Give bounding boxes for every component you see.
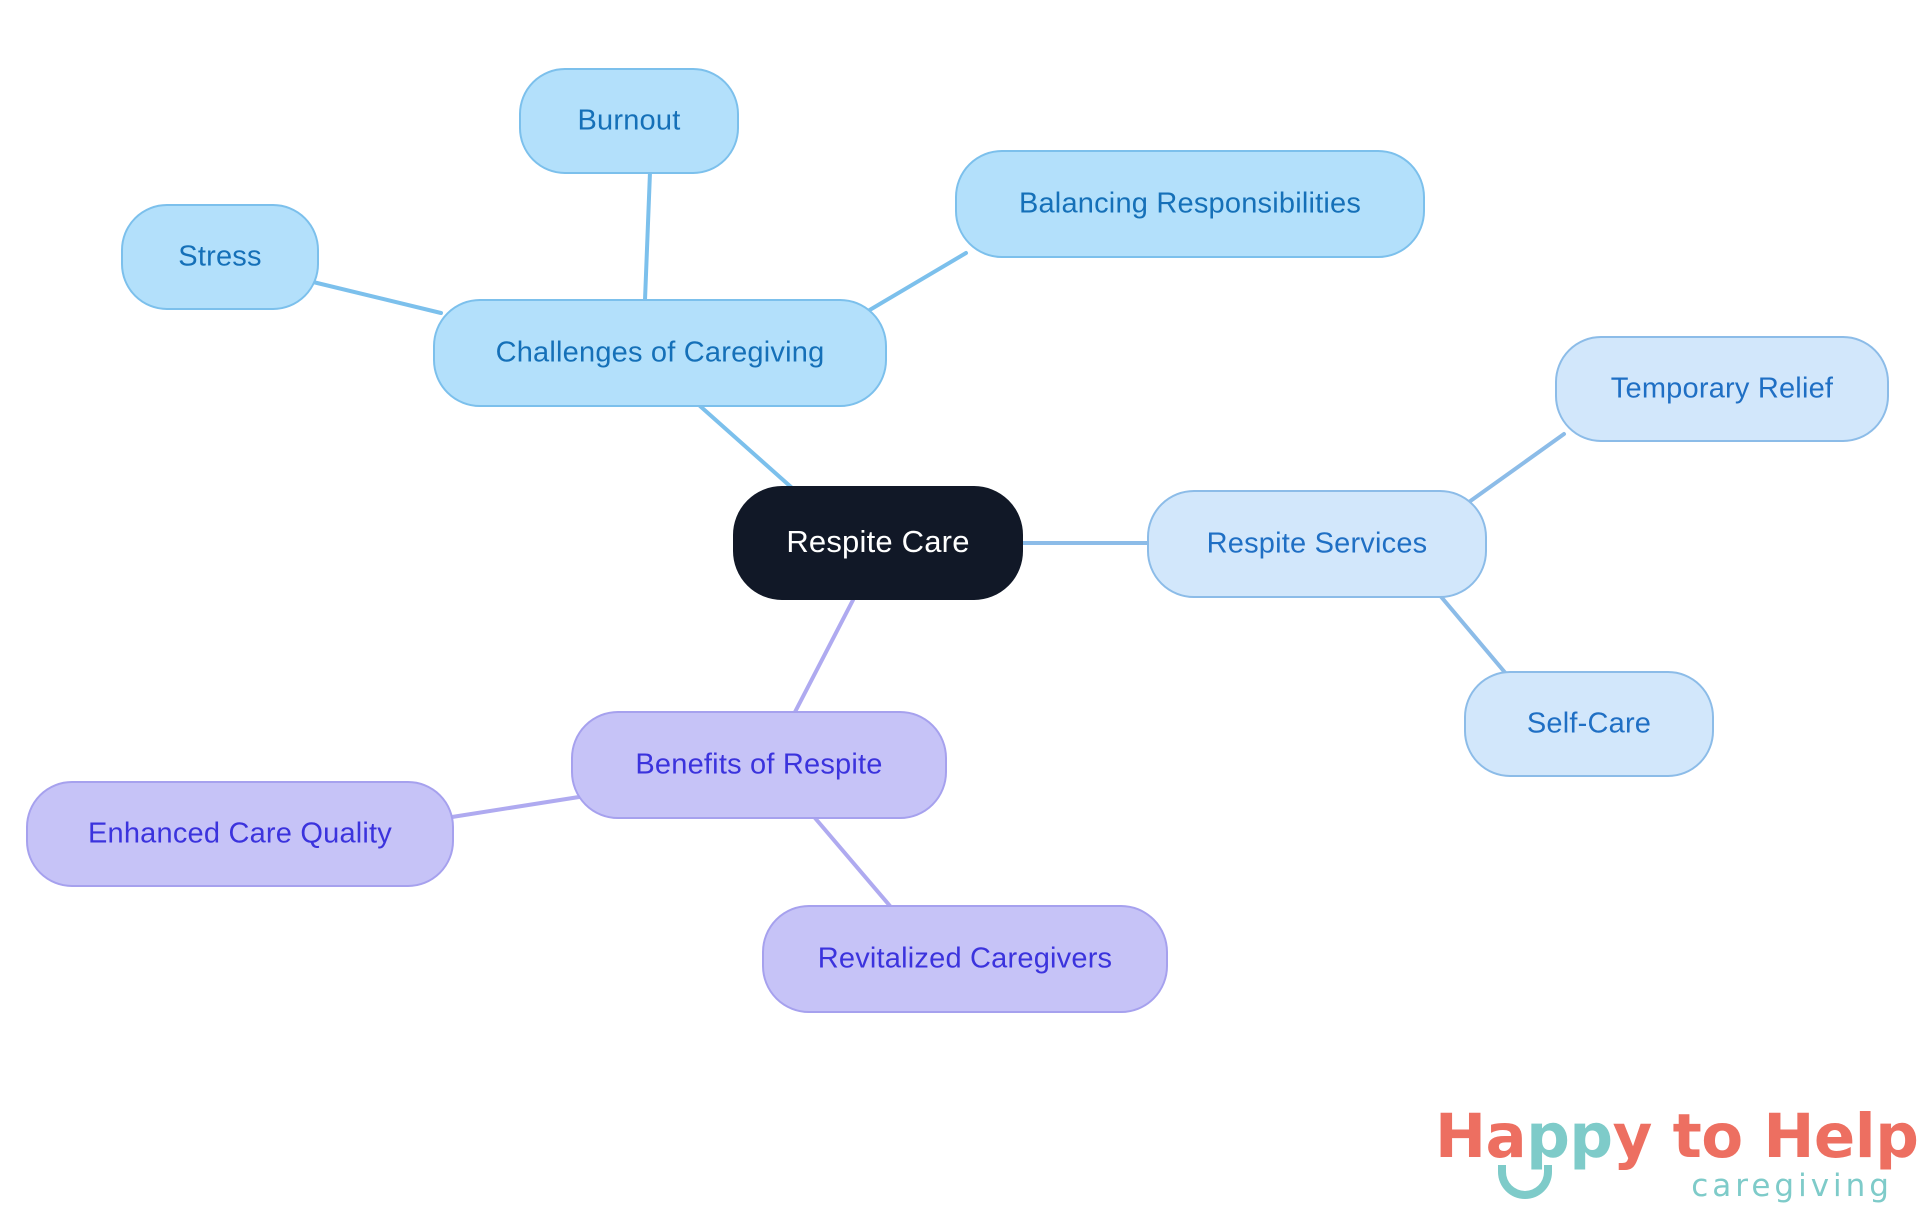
connector-root-to-benefits [793,598,855,714]
mindmap-node-selfcare[interactable]: Self-Care [1464,671,1714,777]
mindmap-node-benefits[interactable]: Benefits of Respite [571,711,947,819]
connector-challenges-to-stress [311,280,443,315]
node-label-root: Respite Care [786,524,969,559]
smile-icon [1498,1165,1552,1199]
mindmap-node-root[interactable]: Respite Care [733,486,1023,600]
logo-text-to-help: to Help [1651,1101,1919,1172]
logo-tagline: caregiving [1691,1168,1893,1204]
connector-root-to-challenges [698,404,802,497]
node-label-stress: Stress [178,241,261,273]
mindmap-node-burnout[interactable]: Burnout [519,68,739,174]
node-label-selfcare: Self-Care [1527,708,1651,740]
logo-text-pp: pp [1526,1101,1613,1172]
node-label-revitalized: Revitalized Caregivers [818,943,1113,975]
mindmap-node-revitalized[interactable]: Revitalized Caregivers [762,905,1168,1013]
connector-benefits-to-quality [450,795,581,819]
mindmap-node-temporary[interactable]: Temporary Relief [1555,336,1889,442]
node-label-temporary: Temporary Relief [1611,373,1834,405]
logo-text-ha: Ha [1435,1101,1527,1172]
mindmap-node-stress[interactable]: Stress [121,204,319,310]
connector-services-to-temporary [1460,432,1566,509]
logo-wordmark: Happy to Help [1435,1105,1919,1199]
connector-services-to-selfcare [1430,584,1515,684]
connector-benefits-to-revitalized [813,816,892,908]
mindmap-node-quality[interactable]: Enhanced Care Quality [26,781,454,887]
node-label-challenges: Challenges of Caregiving [496,337,825,369]
mindmap-node-balancing[interactable]: Balancing Responsibilities [955,150,1425,258]
node-label-quality: Enhanced Care Quality [88,818,392,850]
node-label-balancing: Balancing Responsibilities [1019,188,1361,220]
mindmap-node-services[interactable]: Respite Services [1147,490,1487,598]
connector-challenges-to-balancing [866,251,968,313]
logo-text-y: y [1612,1101,1653,1172]
mindmap-node-challenges[interactable]: Challenges of Caregiving [433,299,887,407]
node-label-burnout: Burnout [578,105,681,137]
connector-challenges-to-burnout [643,170,652,302]
node-label-services: Respite Services [1207,528,1428,560]
brand-logo: Happy to Help caregiving [1435,1105,1919,1210]
node-label-benefits: Benefits of Respite [635,749,882,781]
